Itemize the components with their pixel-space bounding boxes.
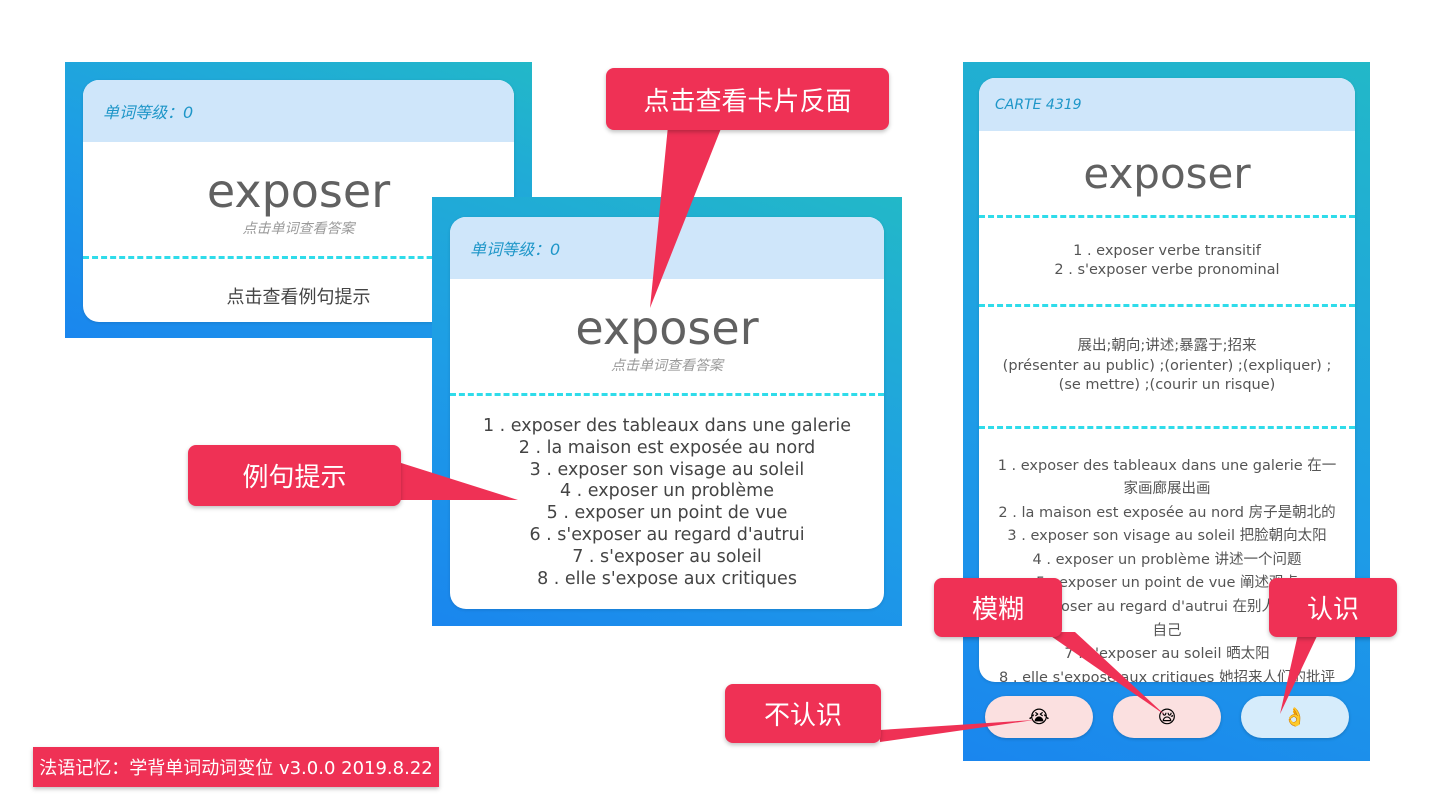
grammar-item: 1 . exposer verbe transitif — [1073, 243, 1261, 259]
known-callout: 认识 — [1269, 578, 1397, 637]
grammar-item: 2 . s'exposer verbe pronominal — [1054, 262, 1280, 278]
word-level-label: 单词等级：0 — [470, 240, 561, 259]
meaning-fr: (présenter au public) ;(orienter) ;(expl… — [1002, 357, 1332, 394]
example-item: 7 . s'exposer au soleil — [572, 546, 762, 567]
example-item: 8 . elle s'expose aux critiques 她招来人们的批评 — [999, 669, 1335, 682]
example-item: 6 . s'exposer au regard d'autrui — [529, 524, 805, 545]
known-callout-pointer — [1280, 634, 1318, 714]
fuzzy-callout: 模糊 — [934, 578, 1062, 637]
example-item: 7 . s'exposer au soleil 晒太阳 — [1064, 646, 1270, 663]
card-number-header: CARTE 4319 — [979, 78, 1355, 131]
example-hint-callout-text: 例句提示 — [242, 463, 347, 493]
example-hint-callout: 例句提示 — [188, 445, 401, 506]
fuzzy-button[interactable]: 😪 — [1113, 696, 1221, 738]
example-list: 1 . exposer des tableaux dans une galeri… — [450, 416, 884, 590]
example-item: 4 . exposer un problème 讲述一个问题 — [1032, 551, 1302, 568]
fuzzy-callout-text: 模糊 — [971, 595, 1024, 625]
tap-word-hint: 点击单词查看答案 — [611, 358, 723, 374]
word-level-label: 单词等级：0 — [103, 103, 194, 122]
app-version-text: 法语记忆：学背单词动词变位 v3.0.0 2019.8.22 — [39, 758, 433, 779]
unknown-callout: 不认识 — [725, 684, 881, 743]
fuzzy-callout-pointer — [1045, 632, 1165, 715]
dashed-divider — [450, 393, 884, 396]
example-item: 8 . elle s'expose aux critiques — [537, 568, 797, 589]
app-version-banner: 法语记忆：学背单词动词变位 v3.0.0 2019.8.22 — [33, 747, 439, 787]
flip-card-callout: 点击查看卡片反面 — [606, 68, 889, 130]
grammar-list: 1 . exposer verbe transitif 2 . s'expose… — [979, 242, 1355, 280]
example-item: 3 . exposer son visage au soleil 把脸朝向太阳 — [1007, 528, 1327, 545]
example-item: 6 . s'exposer au regard d'autrui 在别人面前暴露… — [999, 599, 1335, 639]
example-item: 5 . exposer un point de vue — [546, 503, 788, 524]
word-text: exposer — [1083, 149, 1251, 198]
meaning-zh: 展出;朝向;讲述;暴露于;招来 — [1077, 338, 1257, 354]
example-item: 1 . exposer des tableaux dans une galeri… — [482, 416, 852, 436]
crying-face-icon: 😭 — [1028, 706, 1050, 727]
sleepy-face-icon: 😪 — [1157, 706, 1177, 727]
flip-callout-pointer — [650, 126, 722, 308]
meaning-block: 展出;朝向;讲述;暴露于;招来 (présenter au public) ;(… — [979, 337, 1355, 396]
word-text[interactable]: exposer — [206, 164, 391, 218]
example-item: 3 . exposer son visage au soleil — [529, 459, 805, 480]
word-text[interactable]: exposer — [575, 301, 759, 355]
example-item: 2 . la maison est exposée au nord 房子是朝北的 — [998, 504, 1336, 521]
known-callout-text: 认识 — [1306, 595, 1359, 625]
example-prompt-button[interactable]: 点击查看例句提示 — [226, 287, 371, 308]
example-item: 1 . exposer des tableaux dans une galeri… — [997, 457, 1337, 498]
example-item: 2 . la maison est exposée au nord — [518, 437, 816, 458]
word-level-header: 单词等级：0 — [83, 80, 514, 142]
example-item: 4 . exposer un problème — [559, 481, 775, 502]
dashed-divider — [979, 304, 1355, 307]
dashed-divider — [979, 215, 1355, 218]
card-number-label: CARTE 4319 — [995, 96, 1082, 113]
dashed-divider — [83, 256, 514, 259]
example-callout-pointer — [398, 462, 518, 500]
tap-word-hint: 点击单词查看答案 — [242, 221, 355, 237]
known-button[interactable]: 👌 — [1241, 696, 1349, 738]
flip-card-callout-text: 点击查看卡片反面 — [643, 86, 852, 117]
unknown-button[interactable]: 😭 — [985, 696, 1093, 738]
unknown-callout-pointer — [880, 720, 1034, 742]
unknown-callout-text: 不认识 — [763, 701, 842, 731]
example-item: 5 . exposer un point de vue 阐述观点 — [1035, 575, 1299, 592]
dashed-divider — [979, 425, 1355, 429]
example-list: 1 . exposer des tableaux dans une galeri… — [979, 455, 1355, 683]
ok-hand-icon: 👌 — [1283, 706, 1307, 727]
